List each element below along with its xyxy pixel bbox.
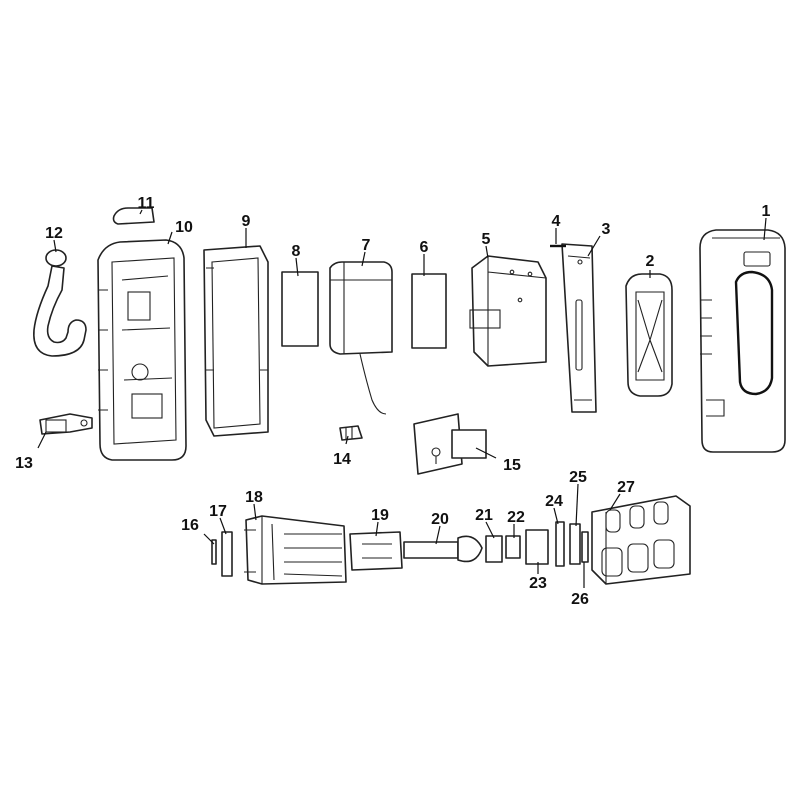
part-26-end-ring — [581, 531, 589, 563]
part-21-ring — [485, 535, 503, 563]
callout-18: 18 — [245, 489, 263, 506]
part-18-battery-tube — [244, 515, 347, 585]
callout-19: 19 — [371, 507, 389, 524]
callout-1: 1 — [762, 203, 771, 220]
part-9-gasket — [203, 245, 269, 437]
callout-3: 3 — [602, 221, 611, 238]
callout-15: 15 — [503, 457, 521, 474]
callout-17: 17 — [209, 503, 227, 520]
callout-20: 20 — [431, 511, 449, 528]
leader-lines — [37, 209, 767, 588]
callout-6: 6 — [420, 239, 429, 256]
part-16-pin — [211, 539, 217, 565]
part-6-pad — [411, 273, 447, 349]
part-24-o-ring — [555, 521, 565, 567]
callout-22: 22 — [507, 509, 525, 526]
part-13-clip — [39, 413, 93, 435]
callout-26: 26 — [571, 591, 589, 608]
part-20-spring-contact — [403, 535, 483, 563]
callout-16: 16 — [181, 517, 199, 534]
callout-25: 25 — [569, 469, 587, 486]
callout-27: 27 — [617, 479, 635, 496]
callout-24: 24 — [545, 493, 563, 510]
part-11-button-cap — [112, 207, 155, 225]
part-17-washer — [221, 531, 233, 577]
part-7-battery-pack — [329, 261, 393, 415]
callout-21: 21 — [475, 507, 493, 524]
callout-12: 12 — [45, 225, 63, 242]
callout-13: 13 — [15, 455, 33, 472]
callout-9: 9 — [242, 213, 251, 230]
part-12-hook — [33, 249, 87, 357]
callout-11: 11 — [138, 195, 155, 212]
callout-14: 14 — [333, 451, 351, 468]
part-5-switch-block — [469, 255, 547, 367]
part-27-end-cap — [591, 495, 691, 585]
part-8-pad — [281, 271, 319, 347]
callout-23: 23 — [529, 575, 547, 592]
part-10-front-housing — [97, 239, 187, 461]
part-3-circuit-board — [561, 243, 597, 413]
part-19-cell-holder — [349, 531, 403, 571]
callout-8: 8 — [292, 243, 301, 260]
callout-2: 2 — [646, 253, 655, 270]
part-15-bracket — [413, 413, 487, 475]
part-25-seal — [569, 523, 581, 565]
part-22-spacer — [505, 535, 521, 559]
callout-4: 4 — [552, 213, 561, 230]
callout-10: 10 — [175, 219, 193, 236]
callout-7: 7 — [362, 237, 371, 254]
callout-5: 5 — [482, 231, 491, 248]
part-2-lens — [625, 273, 673, 397]
part-14-connector — [339, 425, 363, 441]
part-23-cap-insert — [525, 529, 549, 565]
part-1-rear-housing — [699, 229, 786, 453]
